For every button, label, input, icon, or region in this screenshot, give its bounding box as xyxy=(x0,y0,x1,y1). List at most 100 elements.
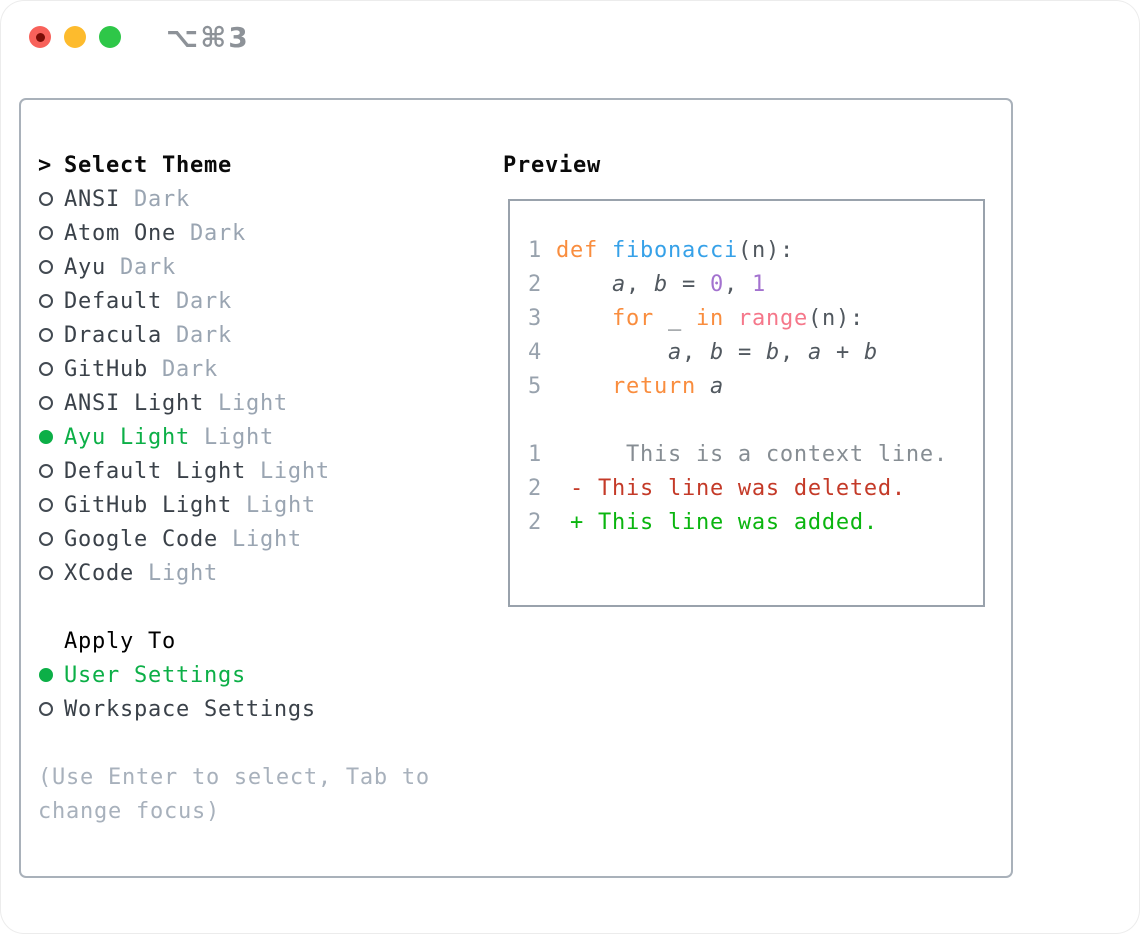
token-fg: (n): xyxy=(807,305,864,331)
theme-name: Google Code xyxy=(64,526,218,552)
theme-variant: Light xyxy=(259,458,330,484)
token-fg: = xyxy=(723,339,766,365)
code-line: 4 a, b = b, a + b xyxy=(528,335,983,369)
theme-variant: Dark xyxy=(175,322,232,348)
token-number: 0 xyxy=(709,271,724,297)
code-line: 5 return a xyxy=(528,369,983,403)
token-fg xyxy=(724,306,738,331)
code-text: a, b = 0, 1 xyxy=(556,272,766,297)
theme-option-default[interactable]: Default Dark xyxy=(38,284,430,318)
radio-icon xyxy=(39,396,53,410)
line-number: 1 xyxy=(528,441,542,467)
code-line: 3 for _ in range(n): xyxy=(528,301,983,335)
help-text-line-2: change focus) xyxy=(38,798,220,824)
token-keyword: return xyxy=(611,373,696,399)
theme-variant: Light xyxy=(245,492,316,518)
radio-cell xyxy=(38,566,64,580)
token-fg: a xyxy=(611,271,626,297)
token-keyword: for xyxy=(611,305,654,331)
radio-cell xyxy=(38,328,64,342)
line-number: 2 xyxy=(528,271,542,297)
token-context: This is a context line. xyxy=(556,441,948,467)
code-text: return a xyxy=(556,374,724,399)
spacer xyxy=(38,590,430,624)
radio-cell xyxy=(38,668,64,682)
radio-icon xyxy=(39,532,53,546)
token-fg: , xyxy=(779,339,808,365)
radio-icon xyxy=(39,566,53,580)
radio-selected-icon xyxy=(39,668,53,682)
radio-cell xyxy=(38,260,64,274)
token-keyword: def xyxy=(556,237,598,263)
token-keyword: in xyxy=(695,305,724,331)
theme-name: ANSI xyxy=(64,186,120,212)
radio-cell xyxy=(38,702,64,716)
theme-option-default-light[interactable]: Default Light Light xyxy=(38,454,430,488)
zoom-button[interactable] xyxy=(99,26,121,48)
theme-variant: Dark xyxy=(189,220,246,246)
token-fg xyxy=(696,374,710,399)
token-fg: b xyxy=(709,339,724,365)
line-number: 5 xyxy=(528,373,542,399)
code-text: def fibonacci(n): xyxy=(556,238,794,263)
token-fg xyxy=(556,306,612,331)
theme-option-google-code[interactable]: Google Code Light xyxy=(38,522,430,556)
token-removed: - This line was deleted. xyxy=(556,475,906,501)
token-added: + This line was added. xyxy=(556,509,878,535)
theme-variant: Dark xyxy=(133,186,190,212)
theme-name: Ayu xyxy=(64,254,106,280)
apply-option-label: Workspace Settings xyxy=(64,696,316,722)
radio-selected-icon xyxy=(39,430,53,444)
apply-option-user-settings[interactable]: User Settings xyxy=(38,658,430,692)
preview-title: Preview xyxy=(503,152,601,178)
token-fg xyxy=(556,272,612,297)
token-fg: b xyxy=(863,339,878,365)
token-fg: , xyxy=(681,339,710,365)
theme-variant: Dark xyxy=(175,288,232,314)
select-theme-title: Select Theme xyxy=(64,152,232,178)
theme-name: Default xyxy=(64,288,162,314)
theme-name: GitHub xyxy=(64,356,148,382)
radio-cell xyxy=(38,362,64,376)
close-button[interactable] xyxy=(29,26,51,48)
code-text: - This line was deleted. xyxy=(556,476,906,501)
radio-icon xyxy=(39,702,53,716)
token-fg: b xyxy=(765,339,780,365)
theme-name: Default Light xyxy=(64,458,246,484)
line-number: 3 xyxy=(528,305,542,331)
theme-name: ANSI Light xyxy=(64,390,204,416)
radio-icon xyxy=(39,192,53,206)
theme-name: XCode xyxy=(64,560,134,586)
code-text: a, b = b, a + b xyxy=(556,340,878,365)
radio-cell xyxy=(38,430,64,444)
code-text: + This line was added. xyxy=(556,510,878,535)
theme-name: Atom One xyxy=(64,220,176,246)
theme-variant: Light xyxy=(231,526,302,552)
theme-option-atom-one[interactable]: Atom One Dark xyxy=(38,216,430,250)
radio-icon xyxy=(39,464,53,478)
token-fg: + xyxy=(821,339,864,365)
code-text: This is a context line. xyxy=(556,442,948,467)
apply-option-label: User Settings xyxy=(64,662,246,688)
theme-variant: Dark xyxy=(161,356,218,382)
token-number: 1 xyxy=(751,271,766,297)
spacer xyxy=(38,726,430,760)
apply-option-workspace-settings[interactable]: Workspace Settings xyxy=(38,692,430,726)
radio-cell xyxy=(38,396,64,410)
token-call: range xyxy=(737,305,808,331)
theme-option-ansi[interactable]: ANSI Dark xyxy=(38,182,430,216)
theme-option-github[interactable]: GitHub Dark xyxy=(38,352,430,386)
minimize-button[interactable] xyxy=(64,26,86,48)
